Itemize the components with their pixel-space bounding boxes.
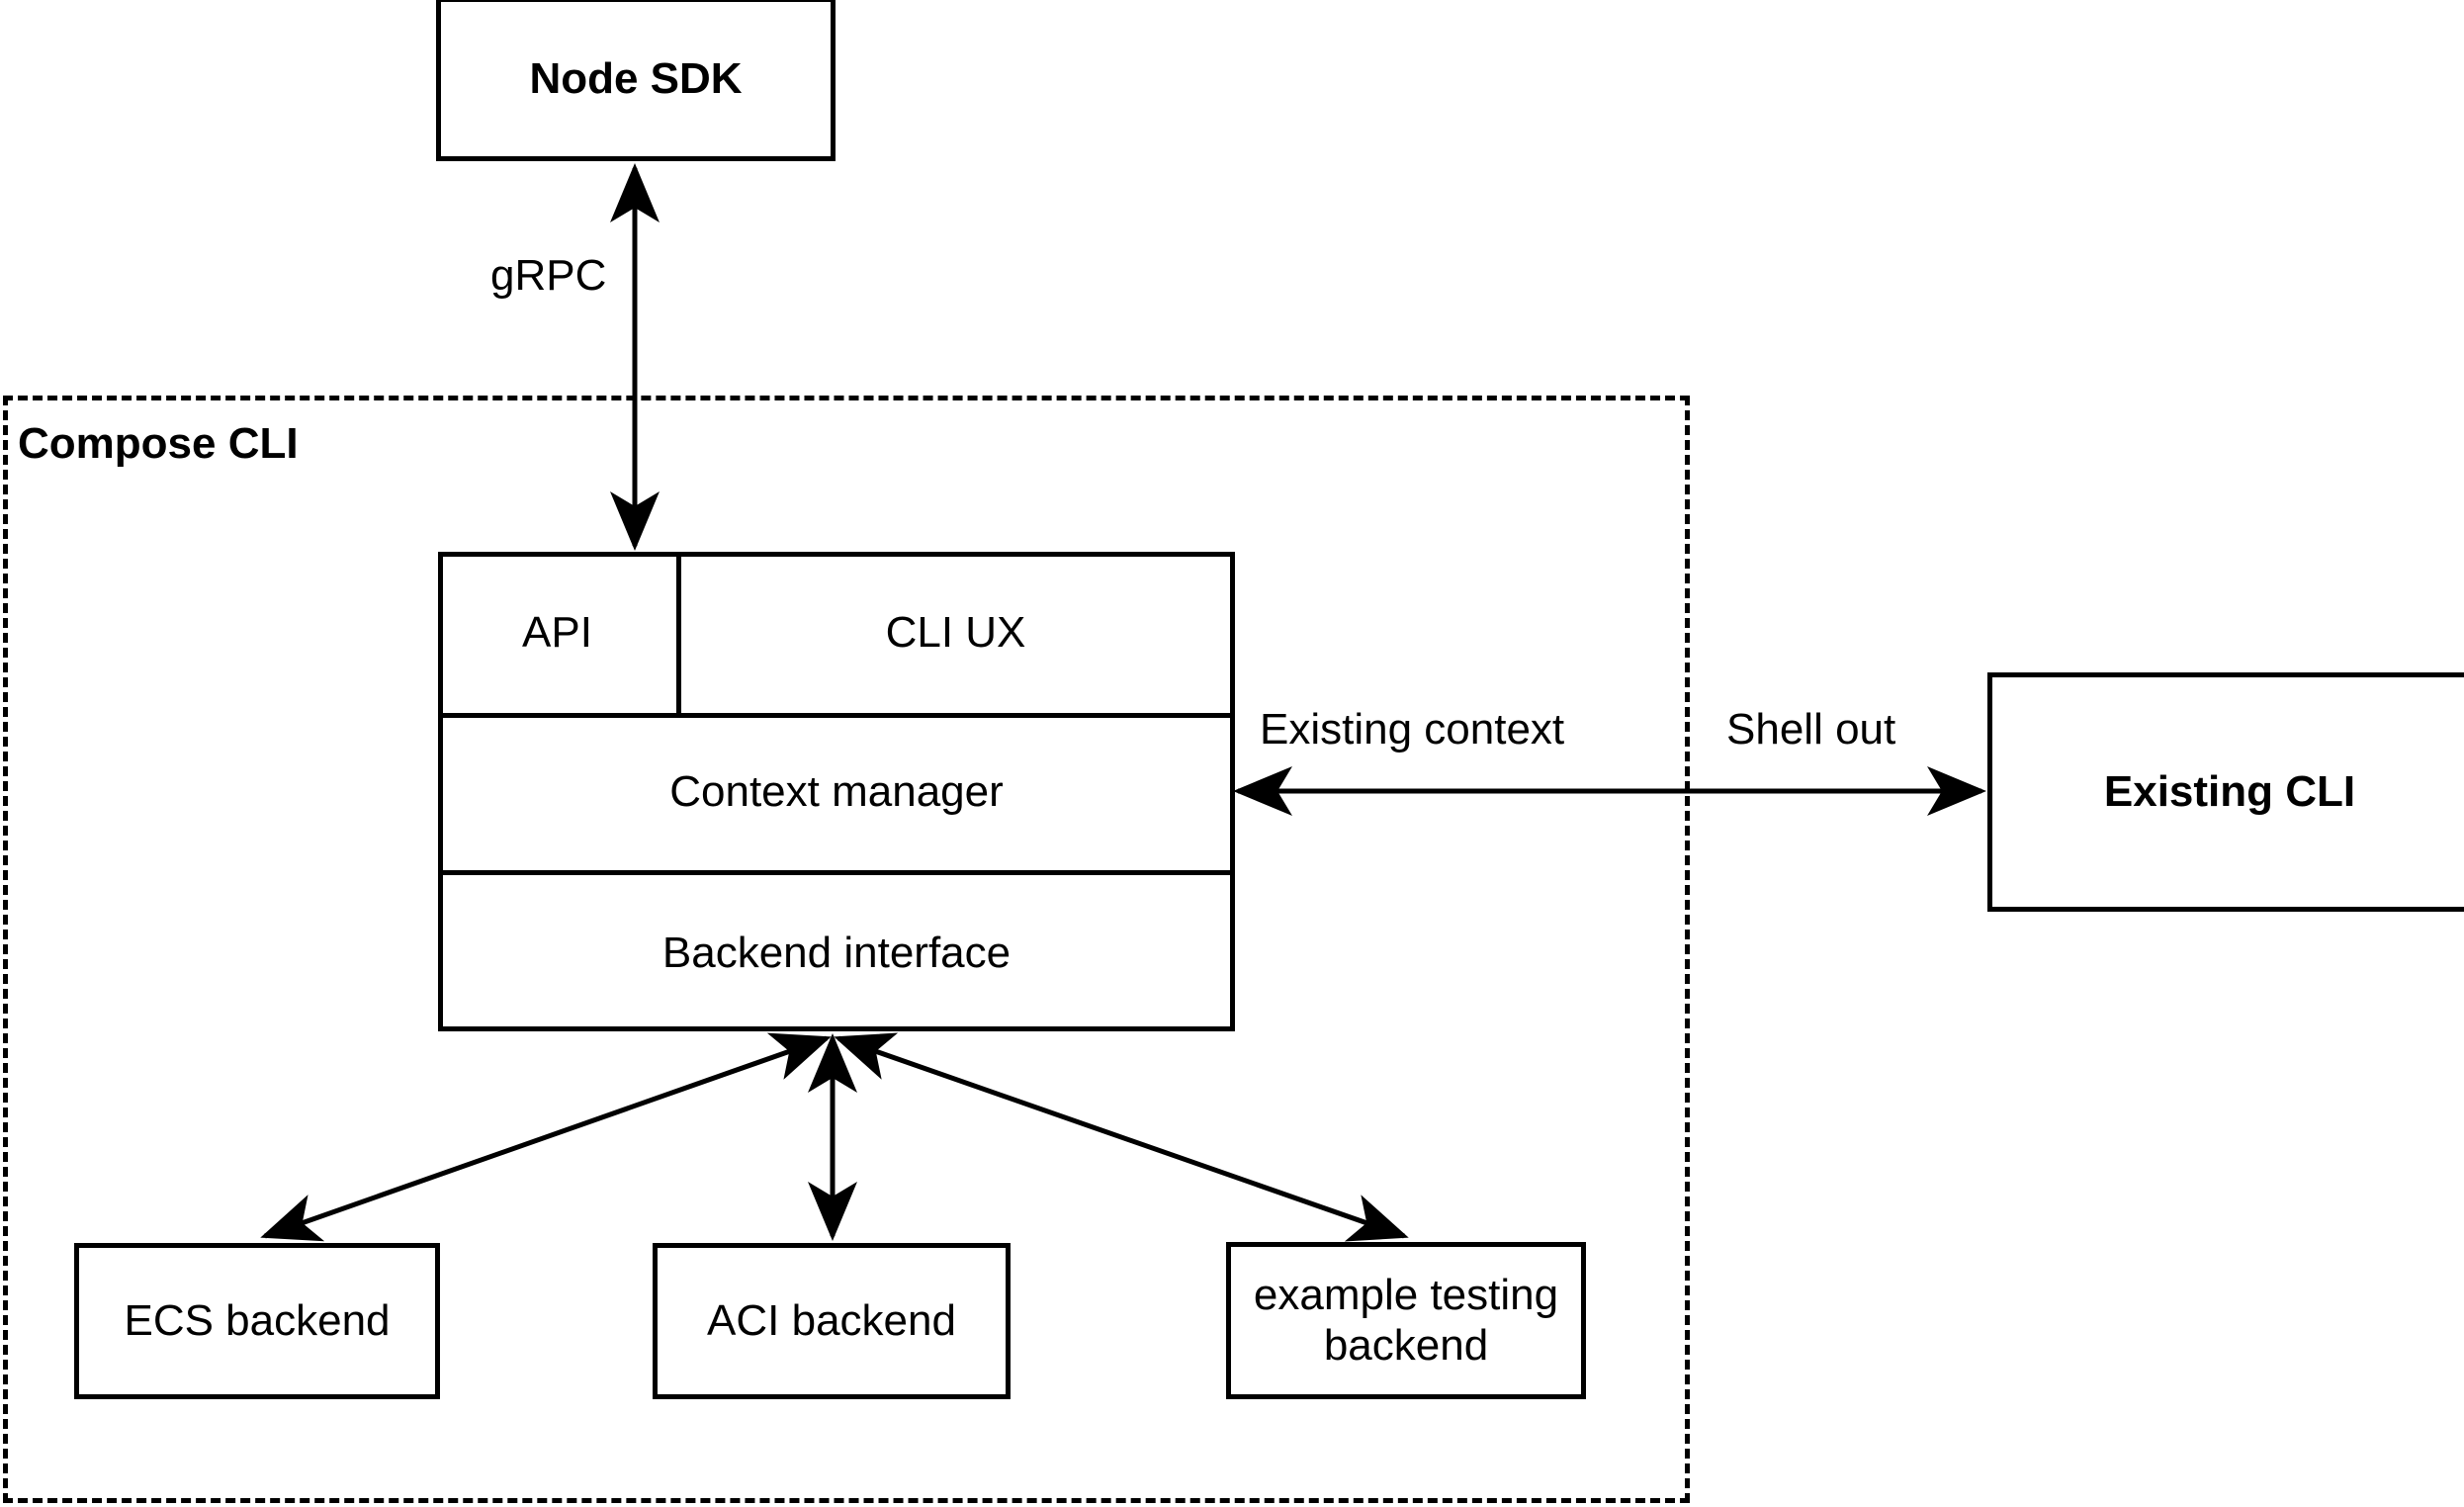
stack-divider-api-cliux: [676, 552, 681, 713]
ecs-backend-label: ECS backend: [124, 1295, 391, 1345]
example-testing-backend-box[interactable]: example testing backend: [1226, 1242, 1586, 1399]
aci-backend-label: ACI backend: [707, 1295, 956, 1345]
ecs-backend-box[interactable]: ECS backend: [74, 1243, 440, 1399]
connector-backend-ecs: [260, 1032, 832, 1242]
existing-cli-box[interactable]: Existing CLI: [1987, 672, 2464, 912]
cli-ux-label: CLI UX: [885, 607, 1026, 657]
compose-cli-group-box: [3, 396, 1690, 1503]
cli-ux-cell[interactable]: CLI UX: [676, 552, 1235, 713]
existing-cli-label: Existing CLI: [2103, 766, 2356, 816]
context-manager-cell[interactable]: Context manager: [438, 713, 1235, 870]
api-label: API: [522, 607, 592, 657]
aci-backend-box[interactable]: ACI backend: [653, 1243, 1011, 1399]
node-sdk-box[interactable]: Node SDK: [436, 0, 836, 161]
compose-cli-group-title: Compose CLI: [18, 419, 299, 468]
example-testing-backend-label: example testing backend: [1253, 1270, 1559, 1370]
api-cell[interactable]: API: [438, 552, 676, 713]
stack-divider-bottom: [438, 870, 1235, 875]
backend-interface-label: Backend interface: [661, 929, 1012, 977]
connector-backend-example: [834, 1032, 1409, 1242]
backend-interface-cell[interactable]: Backend interface: [438, 870, 1235, 1036]
compose-cli-core-stack: API CLI UX Context manager Backend inter…: [438, 552, 1235, 1031]
context-manager-label: Context manager: [669, 766, 1004, 816]
edge-label-existing-context: Existing context: [1254, 705, 1571, 754]
node-sdk-label: Node SDK: [529, 53, 743, 103]
edge-label-grpc: gRPC: [484, 251, 613, 301]
stack-divider-top: [438, 713, 1235, 718]
edge-label-shell-out: Shell out: [1720, 705, 1902, 754]
